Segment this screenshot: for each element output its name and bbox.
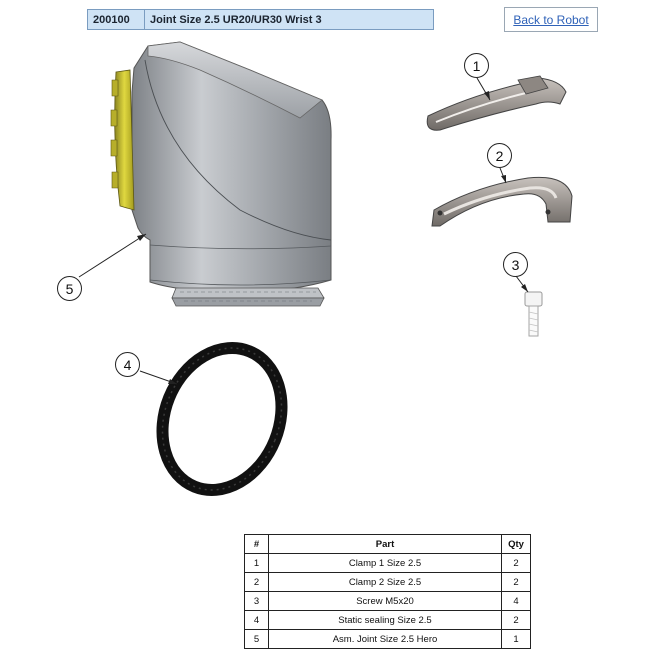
exploded-view-drawing: [78, 41, 573, 496]
row-part: Screw M5x20: [268, 591, 502, 611]
callout-3: 3: [503, 252, 528, 277]
table-row: 5 Asm. Joint Size 2.5 Hero 1: [244, 629, 531, 649]
parts-table: # Part Qty 1 Clamp 1 Size 2.5 2 2 Clamp …: [244, 534, 531, 649]
table-row: 4 Static sealing Size 2.5 2: [244, 610, 531, 630]
row-qty: 2: [501, 553, 531, 573]
row-part: Static sealing Size 2.5: [268, 610, 502, 630]
row-part: Asm. Joint Size 2.5 Hero: [268, 629, 502, 649]
row-qty: 4: [501, 591, 531, 611]
row-qty: 2: [501, 572, 531, 592]
callout-2: 2: [487, 143, 512, 168]
back-to-robot-link[interactable]: Back to Robot: [504, 7, 598, 32]
row-qty: 2: [501, 610, 531, 630]
table-row: 2 Clamp 2 Size 2.5 2: [244, 572, 531, 592]
part-header: 200100 Joint Size 2.5 UR20/UR30 Wrist 3: [87, 9, 434, 30]
row-qty: 1: [501, 629, 531, 649]
callout-1: 1: [464, 53, 489, 78]
table-row: 3 Screw M5x20 4: [244, 591, 531, 611]
parts-table-header: # Part Qty: [244, 534, 531, 554]
row-part: Clamp 2 Size 2.5: [268, 572, 502, 592]
row-number: 1: [244, 553, 269, 573]
static-sealing-ring: [156, 342, 288, 496]
part-code: 200100: [88, 10, 145, 29]
column-part: Part: [268, 534, 502, 554]
screw: [524, 291, 543, 337]
part-title: Joint Size 2.5 UR20/UR30 Wrist 3: [150, 13, 322, 26]
clamp-1: [426, 75, 567, 131]
row-part: Clamp 1 Size 2.5: [268, 553, 502, 573]
row-number: 4: [244, 610, 269, 630]
callout-5: 5: [57, 276, 82, 301]
row-number: 5: [244, 629, 269, 649]
row-number: 2: [244, 572, 269, 592]
row-number: 3: [244, 591, 269, 611]
leader-arrows: [137, 91, 528, 384]
column-number: #: [244, 534, 269, 554]
table-row: 1 Clamp 1 Size 2.5 2: [244, 553, 531, 573]
joint-assembly: [110, 41, 332, 307]
clamp-2: [431, 176, 573, 227]
callout-4: 4: [115, 352, 140, 377]
column-qty: Qty: [501, 534, 531, 554]
